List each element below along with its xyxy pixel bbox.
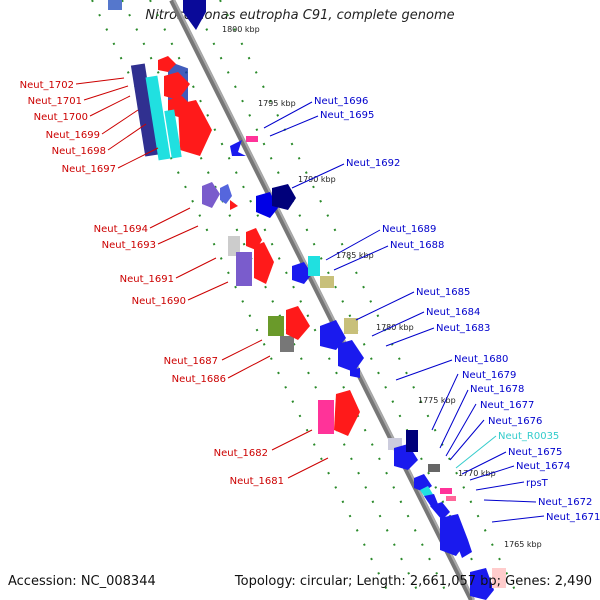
gene-label: Neut_1683 xyxy=(436,323,490,334)
gene-label: Neut_1696 xyxy=(314,96,368,107)
genome-summary: Topology: circular; Length: 2,661,057 bp… xyxy=(234,574,592,589)
tick-label: 1795 kbp xyxy=(258,99,296,108)
gene-label: Neut_1692 xyxy=(346,158,400,169)
gene-label: Neut_1695 xyxy=(320,110,374,121)
tick-label: 1800 kbp xyxy=(222,25,260,34)
tick-label: 1765 kbp xyxy=(504,540,542,549)
gene-label: Neut_1702 xyxy=(20,80,74,91)
gene-label: Neut_1684 xyxy=(426,307,480,318)
reverse-strand-features xyxy=(230,136,506,600)
tick-labels: 1800 kbp 1795 kbp 1790 kbp 1785 kbp 1780… xyxy=(222,25,542,549)
gene-label: Neut_1675 xyxy=(508,447,562,458)
gene-label: Neut_1686 xyxy=(172,374,226,385)
forward-strand-features xyxy=(108,0,360,436)
tick-label: 1785 kbp xyxy=(336,251,374,260)
gene-label: Neut_1689 xyxy=(382,224,436,235)
tick-label: 1770 kbp xyxy=(458,469,496,478)
gene-label: Neut_1680 xyxy=(454,354,508,365)
accession-label: Accession: NC_008344 xyxy=(8,574,156,589)
gene-label: Neut_1678 xyxy=(470,384,524,395)
gene-label: Neut_1677 xyxy=(480,400,534,411)
gene-label: Neut_1700 xyxy=(34,112,88,123)
gene-label: Neut_1691 xyxy=(120,274,174,285)
genome-backbone xyxy=(169,0,475,600)
gene-label: Neut_1688 xyxy=(390,240,444,251)
left-gene-labels: Neut_1702 Neut_1701 Neut_1700 Neut_1699 … xyxy=(20,80,284,487)
right-gene-labels: Neut_1696 Neut_1695 Neut_1692 Neut_1689 … xyxy=(314,96,600,523)
gene-label: Neut_1693 xyxy=(102,240,156,251)
tick-label: 1790 kbp xyxy=(298,175,336,184)
gene-label: rpsT xyxy=(526,478,549,489)
gene-label: Neut_1671 xyxy=(546,512,600,523)
left-leader-lines xyxy=(75,77,329,479)
gene-label: Neut_1685 xyxy=(416,287,470,298)
gene-label: Neut_1701 xyxy=(28,96,82,107)
gene-label: Neut_1698 xyxy=(52,146,106,157)
gene-label: Neut_1674 xyxy=(516,461,570,472)
gene-label: Neut_1697 xyxy=(62,164,116,175)
gene-label: Neut_1694 xyxy=(94,224,148,235)
right-leader-lines xyxy=(263,101,545,523)
gene-label: Neut_1676 xyxy=(488,416,542,427)
tick-label: 1780 kbp xyxy=(376,323,414,332)
rna-leader-line xyxy=(455,435,497,469)
gene-label: Neut_1687 xyxy=(164,356,218,367)
gene-label: Neut_1681 xyxy=(230,476,284,487)
gene-label: Neut_1690 xyxy=(132,296,186,307)
gene-label: Neut_1682 xyxy=(214,448,268,459)
tick-label: 1775 kbp xyxy=(418,396,456,405)
genome-title: Nitrosomonas eutropha C91, complete geno… xyxy=(145,8,455,23)
gene-label: Neut_1672 xyxy=(538,497,592,508)
gene-label: Neut_1679 xyxy=(462,370,516,381)
gene-label: Neut_1699 xyxy=(46,130,100,141)
gene-label-rna: Neut_R0035 xyxy=(498,431,559,442)
